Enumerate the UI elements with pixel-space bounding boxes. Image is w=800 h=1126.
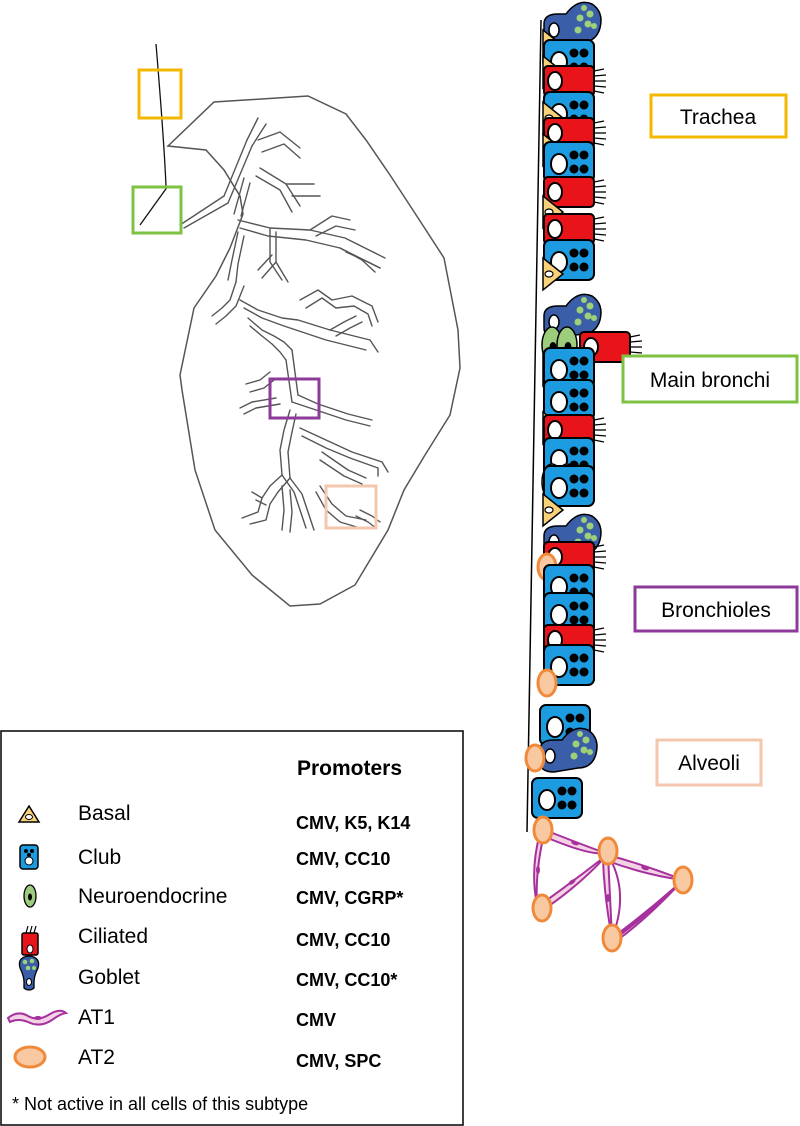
legend-cell-name: AT1	[78, 1006, 115, 1029]
legend-promoters: CMV, CC10	[296, 930, 390, 950]
region-label-trachea: Trachea	[649, 93, 788, 139]
region-label-text: Alveoli	[678, 752, 740, 775]
basal-cell-icon	[17, 804, 41, 823]
at2-cell	[597, 836, 619, 866]
bronchioles-region-box	[268, 377, 321, 420]
legend-header: Promoters	[297, 757, 402, 780]
neuroendocrine-cell-icon	[23, 884, 37, 908]
legend-row-goblet: Goblet CMV, CC10*	[18, 955, 397, 991]
legend-row-at2: AT2 CMV, SPC	[13, 1045, 381, 1071]
legend-cell-name: Goblet	[78, 966, 140, 989]
at2-cell	[536, 668, 558, 698]
region-label-alveoli: Alveoli	[655, 738, 763, 787]
at2-cell	[524, 743, 546, 773]
legend-promoters: CMV, CC10*	[296, 970, 397, 990]
legend-cell-name: Neuroendocrine	[78, 885, 227, 908]
legend-promoters: CMV, K5, K14	[296, 813, 410, 833]
alveolar-network	[531, 815, 694, 953]
legend-cell-name: Ciliated	[78, 925, 148, 948]
legend-row-at1: AT1 CMV	[6, 1006, 336, 1030]
region-label-bronchioles: Bronchioles	[633, 585, 799, 633]
trachea-region-box	[137, 68, 183, 120]
ciliated-cell	[543, 176, 607, 208]
lung-illustration	[139, 43, 461, 607]
main-bronchi-region-box	[131, 185, 183, 235]
legend-cell-name: Basal	[78, 802, 131, 825]
club-cell	[531, 777, 583, 819]
epithelium-column	[524, 1, 694, 953]
legend-cell-name: AT2	[78, 1046, 115, 1069]
legend-promoters: CMV, SPC	[296, 1051, 381, 1071]
lung-outline	[166, 95, 461, 607]
goblet-cell-icon	[18, 955, 40, 991]
at2-cell	[672, 865, 694, 895]
legend-row-basal: Basal CMV, K5, K14	[17, 802, 410, 833]
club-cell-icon	[19, 844, 39, 870]
trachea-line	[155, 43, 167, 187]
legend-promoters: CMV, CGRP*	[296, 888, 403, 908]
region-label-text: Bronchioles	[661, 599, 771, 622]
legend-row-club: Club CMV, CC10	[19, 844, 390, 870]
at2-cell	[601, 923, 623, 953]
alveoli-region-box	[324, 484, 378, 530]
airway-tree	[179, 117, 389, 533]
region-label-main-bronchi: Main bronchi	[621, 354, 799, 404]
ciliated-cell-icon	[21, 925, 39, 956]
at1-cell-icon	[6, 1009, 69, 1026]
legend-promoters: CMV	[296, 1010, 336, 1030]
at2-cell-icon	[13, 1045, 47, 1069]
basement-membrane	[526, 19, 542, 833]
legend-footnote: * Not active in all cells of this subtyp…	[12, 1094, 308, 1114]
legend-promoters: CMV, CC10	[296, 849, 390, 869]
at2-cell	[531, 893, 553, 923]
region-label-text: Trachea	[680, 106, 757, 129]
legend-row-ciliated: Ciliated CMV, CC10	[21, 925, 390, 956]
legend: Promoters Basal CMV, K5, K14 Club CMV, C…	[0, 730, 464, 1126]
region-label-text: Main bronchi	[650, 369, 770, 392]
at2-cell	[532, 815, 554, 845]
legend-frame	[0, 730, 464, 1126]
trachea-line-lower	[139, 185, 169, 226]
legend-cell-name: Club	[78, 846, 121, 869]
legend-row-neuroendocrine: Neuroendocrine CMV, CGRP*	[23, 884, 403, 908]
